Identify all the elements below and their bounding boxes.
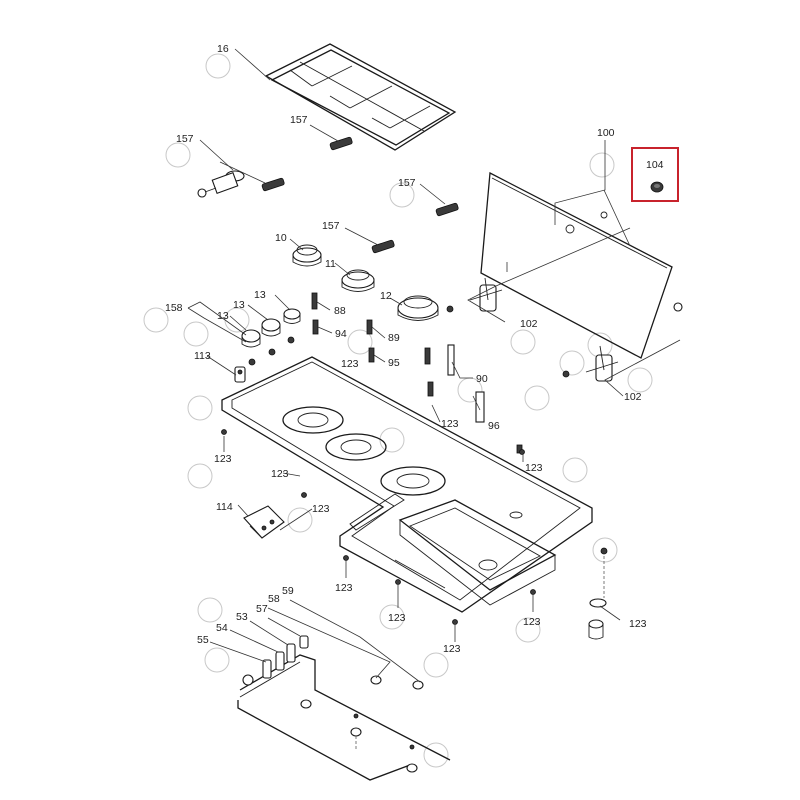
- label-57: 57: [256, 603, 268, 615]
- label-114: 114: [216, 501, 233, 513]
- label-94: 94: [335, 328, 347, 340]
- label-12: 12: [380, 290, 392, 302]
- label-123-b: 123: [441, 418, 459, 430]
- injector-157-b: [261, 177, 285, 192]
- lid-hinge-left: [446, 277, 503, 313]
- label-123-g: 123: [335, 582, 353, 594]
- label-102-a: 102: [520, 318, 538, 330]
- label-123-i: 123: [523, 616, 541, 628]
- control-knobs-13: [241, 308, 301, 366]
- label-104: 104: [646, 159, 664, 171]
- label-123-f: 123: [312, 503, 330, 515]
- label-13-c: 13: [217, 310, 229, 322]
- burner-cap-10: [292, 244, 322, 267]
- label-89: 89: [388, 332, 400, 344]
- injector-157-a: [329, 136, 353, 151]
- label-96: 96: [488, 420, 500, 432]
- electrodes-and-thermocouples: [311, 292, 523, 454]
- leader-lines: [187, 48, 681, 750]
- label-157-b: 157: [176, 133, 194, 145]
- label-123-e: 123: [271, 468, 289, 480]
- label-113: 113: [194, 350, 211, 362]
- label-123-c: 123: [214, 453, 232, 465]
- hob-body-with-sink: [221, 356, 593, 613]
- label-59: 59: [282, 585, 294, 597]
- label-158: 158: [165, 302, 183, 314]
- label-157-c: 157: [398, 177, 416, 189]
- gas-rail-assembly: [237, 635, 451, 781]
- label-90: 90: [476, 373, 488, 385]
- label-95: 95: [388, 357, 400, 369]
- ignition-module-114: [243, 505, 285, 539]
- label-123-j: 123: [629, 618, 647, 630]
- label-58: 58: [268, 593, 280, 605]
- label-102-b: 102: [624, 391, 642, 403]
- label-88: 88: [334, 305, 346, 317]
- watermark-circles: [143, 53, 653, 768]
- label-11: 11: [325, 258, 336, 270]
- label-123-k: 123: [443, 643, 461, 655]
- label-16: 16: [217, 43, 229, 55]
- label-157-d: 157: [322, 220, 340, 232]
- label-100: 100: [597, 127, 615, 139]
- label-53: 53: [236, 611, 248, 623]
- burner-cap-12: [397, 295, 439, 321]
- label-13-b: 13: [233, 299, 245, 311]
- part-104-highlight: [631, 147, 679, 202]
- burner-cap-11: [341, 269, 375, 292]
- label-10: 10: [275, 232, 287, 244]
- lid-hinge-right: [562, 302, 683, 382]
- label-55: 55: [197, 634, 209, 646]
- label-123-a: 123: [341, 358, 359, 370]
- part-number-labels: 16 157 157 157 157 100 104 10 11 12 13 1…: [165, 43, 664, 655]
- pan-support-grid: [264, 43, 457, 151]
- drain-fitting: [588, 547, 608, 640]
- injector-157-c: [435, 202, 459, 217]
- label-123-h: 123: [388, 612, 406, 624]
- ignition-switch-113: [234, 366, 246, 383]
- injector-157-d: [371, 239, 395, 254]
- label-123-d: 123: [525, 462, 543, 474]
- label-157-a: 157: [290, 114, 308, 126]
- label-54: 54: [216, 622, 228, 634]
- gas-tap-knob-assembly: [197, 170, 245, 198]
- label-13-a: 13: [254, 289, 266, 301]
